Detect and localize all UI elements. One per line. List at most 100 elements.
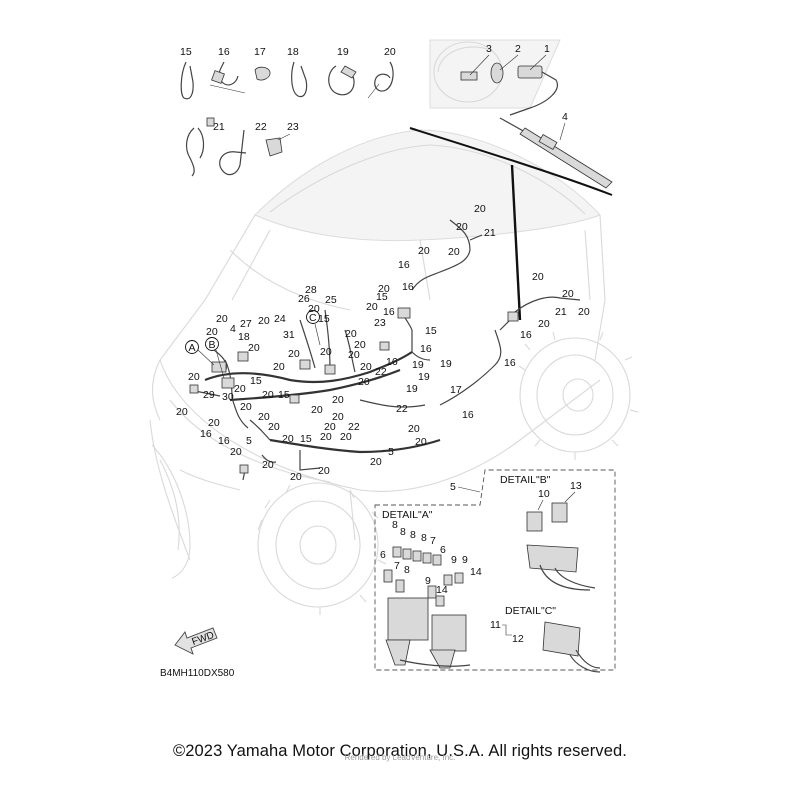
top-parts: 15 16 17 18 19 20 21 22 23 xyxy=(180,46,396,177)
svg-text:8: 8 xyxy=(404,564,410,576)
svg-text:24: 24 xyxy=(274,313,286,325)
harness-wiring xyxy=(189,219,581,481)
svg-text:20: 20 xyxy=(562,288,574,300)
svg-text:20: 20 xyxy=(354,339,366,351)
svg-text:7: 7 xyxy=(394,560,400,572)
rear-wheel xyxy=(518,331,639,460)
callout-17-top: 17 xyxy=(254,46,266,58)
svg-text:17: 17 xyxy=(450,384,462,396)
fwd-label: FWD xyxy=(191,630,216,648)
callout-23-top: 23 xyxy=(287,121,299,133)
svg-text:20: 20 xyxy=(230,446,242,458)
svg-text:20: 20 xyxy=(456,221,468,233)
svg-text:16: 16 xyxy=(386,356,398,368)
svg-text:20: 20 xyxy=(532,271,544,283)
front-wheel xyxy=(257,482,387,615)
svg-text:21: 21 xyxy=(555,306,567,318)
svg-text:20: 20 xyxy=(318,465,330,477)
svg-text:20: 20 xyxy=(340,431,352,443)
svg-text:6: 6 xyxy=(440,544,446,556)
callout-19-top: 19 xyxy=(337,46,349,58)
harness-callouts: 20 21 20 20 20 16 20 16 15 16 20 23 15 1… xyxy=(176,203,590,483)
svg-text:21: 21 xyxy=(484,227,496,239)
callout-4: 4 xyxy=(562,111,568,123)
detail-b-relays xyxy=(526,502,596,591)
svg-text:20: 20 xyxy=(448,246,460,258)
detail-c-title: DETAIL"C" xyxy=(505,605,556,617)
svg-text:8: 8 xyxy=(410,529,416,541)
svg-text:20: 20 xyxy=(308,303,320,315)
svg-text:22: 22 xyxy=(375,366,387,378)
svg-text:16: 16 xyxy=(218,435,230,447)
svg-text:16: 16 xyxy=(504,357,516,369)
svg-text:15: 15 xyxy=(425,325,437,337)
diagram-code: B4MH110DX580 xyxy=(160,668,235,679)
svg-text:20: 20 xyxy=(311,404,323,416)
svg-text:19: 19 xyxy=(418,371,430,383)
svg-text:5: 5 xyxy=(246,435,252,447)
svg-text:27: 27 xyxy=(240,318,252,330)
detail-a-relays xyxy=(383,546,471,669)
svg-text:20: 20 xyxy=(206,326,218,338)
svg-text:20: 20 xyxy=(234,383,246,395)
svg-text:5: 5 xyxy=(388,446,394,458)
svg-text:12: 12 xyxy=(512,633,524,645)
svg-text:20: 20 xyxy=(240,401,252,413)
svg-text:20: 20 xyxy=(288,348,300,360)
svg-text:20: 20 xyxy=(258,411,270,423)
svg-text:20: 20 xyxy=(366,301,378,313)
callout-5-detail: 5 xyxy=(450,481,456,493)
svg-text:31: 31 xyxy=(283,329,295,341)
svg-text:23: 23 xyxy=(374,317,386,329)
svg-text:20: 20 xyxy=(188,371,200,383)
svg-text:16: 16 xyxy=(398,259,410,271)
svg-text:20: 20 xyxy=(348,349,360,361)
left-wheel xyxy=(151,444,191,579)
detail-panel: 5 DETAIL"A" 8 8 8 8 7 6 6 xyxy=(374,469,616,673)
svg-text:15: 15 xyxy=(376,291,388,303)
svg-text:14: 14 xyxy=(436,584,448,596)
svg-text:20: 20 xyxy=(258,315,270,327)
svg-text:8: 8 xyxy=(392,519,398,531)
svg-text:15: 15 xyxy=(318,313,330,325)
marker-a: A xyxy=(189,342,196,354)
svg-text:7: 7 xyxy=(430,535,436,547)
detail-markers: A B C xyxy=(185,310,321,379)
svg-text:20: 20 xyxy=(415,436,427,448)
svg-text:20: 20 xyxy=(332,411,344,423)
svg-text:20: 20 xyxy=(378,283,390,295)
detail-c-connector xyxy=(542,621,601,673)
svg-text:20: 20 xyxy=(578,306,590,318)
svg-text:20: 20 xyxy=(320,431,332,443)
svg-text:20: 20 xyxy=(262,389,274,401)
svg-text:6: 6 xyxy=(380,549,386,561)
svg-text:15: 15 xyxy=(278,389,290,401)
svg-text:20: 20 xyxy=(538,318,550,330)
callout-15-top: 15 xyxy=(180,46,192,58)
svg-text:22: 22 xyxy=(396,403,408,415)
svg-text:28: 28 xyxy=(305,284,317,296)
svg-text:30: 30 xyxy=(222,391,234,403)
svg-text:8: 8 xyxy=(400,526,406,538)
svg-text:20: 20 xyxy=(282,433,294,445)
svg-text:20: 20 xyxy=(290,471,302,483)
svg-text:20: 20 xyxy=(418,245,430,257)
svg-text:20: 20 xyxy=(176,406,188,418)
svg-text:26: 26 xyxy=(298,293,310,305)
svg-text:16: 16 xyxy=(520,329,532,341)
callout-16-top: 16 xyxy=(218,46,230,58)
connector-a xyxy=(211,361,227,373)
svg-text:20: 20 xyxy=(268,421,280,433)
svg-text:19: 19 xyxy=(440,358,452,370)
svg-text:19: 19 xyxy=(406,383,418,395)
callout-1: 1 xyxy=(544,43,550,55)
svg-text:10: 10 xyxy=(538,488,550,500)
svg-text:20: 20 xyxy=(360,361,372,373)
svg-text:15: 15 xyxy=(300,433,312,445)
callout-20-top: 20 xyxy=(384,46,396,58)
svg-text:20: 20 xyxy=(324,421,336,433)
svg-text:29: 29 xyxy=(203,389,215,401)
svg-text:16: 16 xyxy=(200,428,212,440)
svg-text:22: 22 xyxy=(348,421,360,433)
